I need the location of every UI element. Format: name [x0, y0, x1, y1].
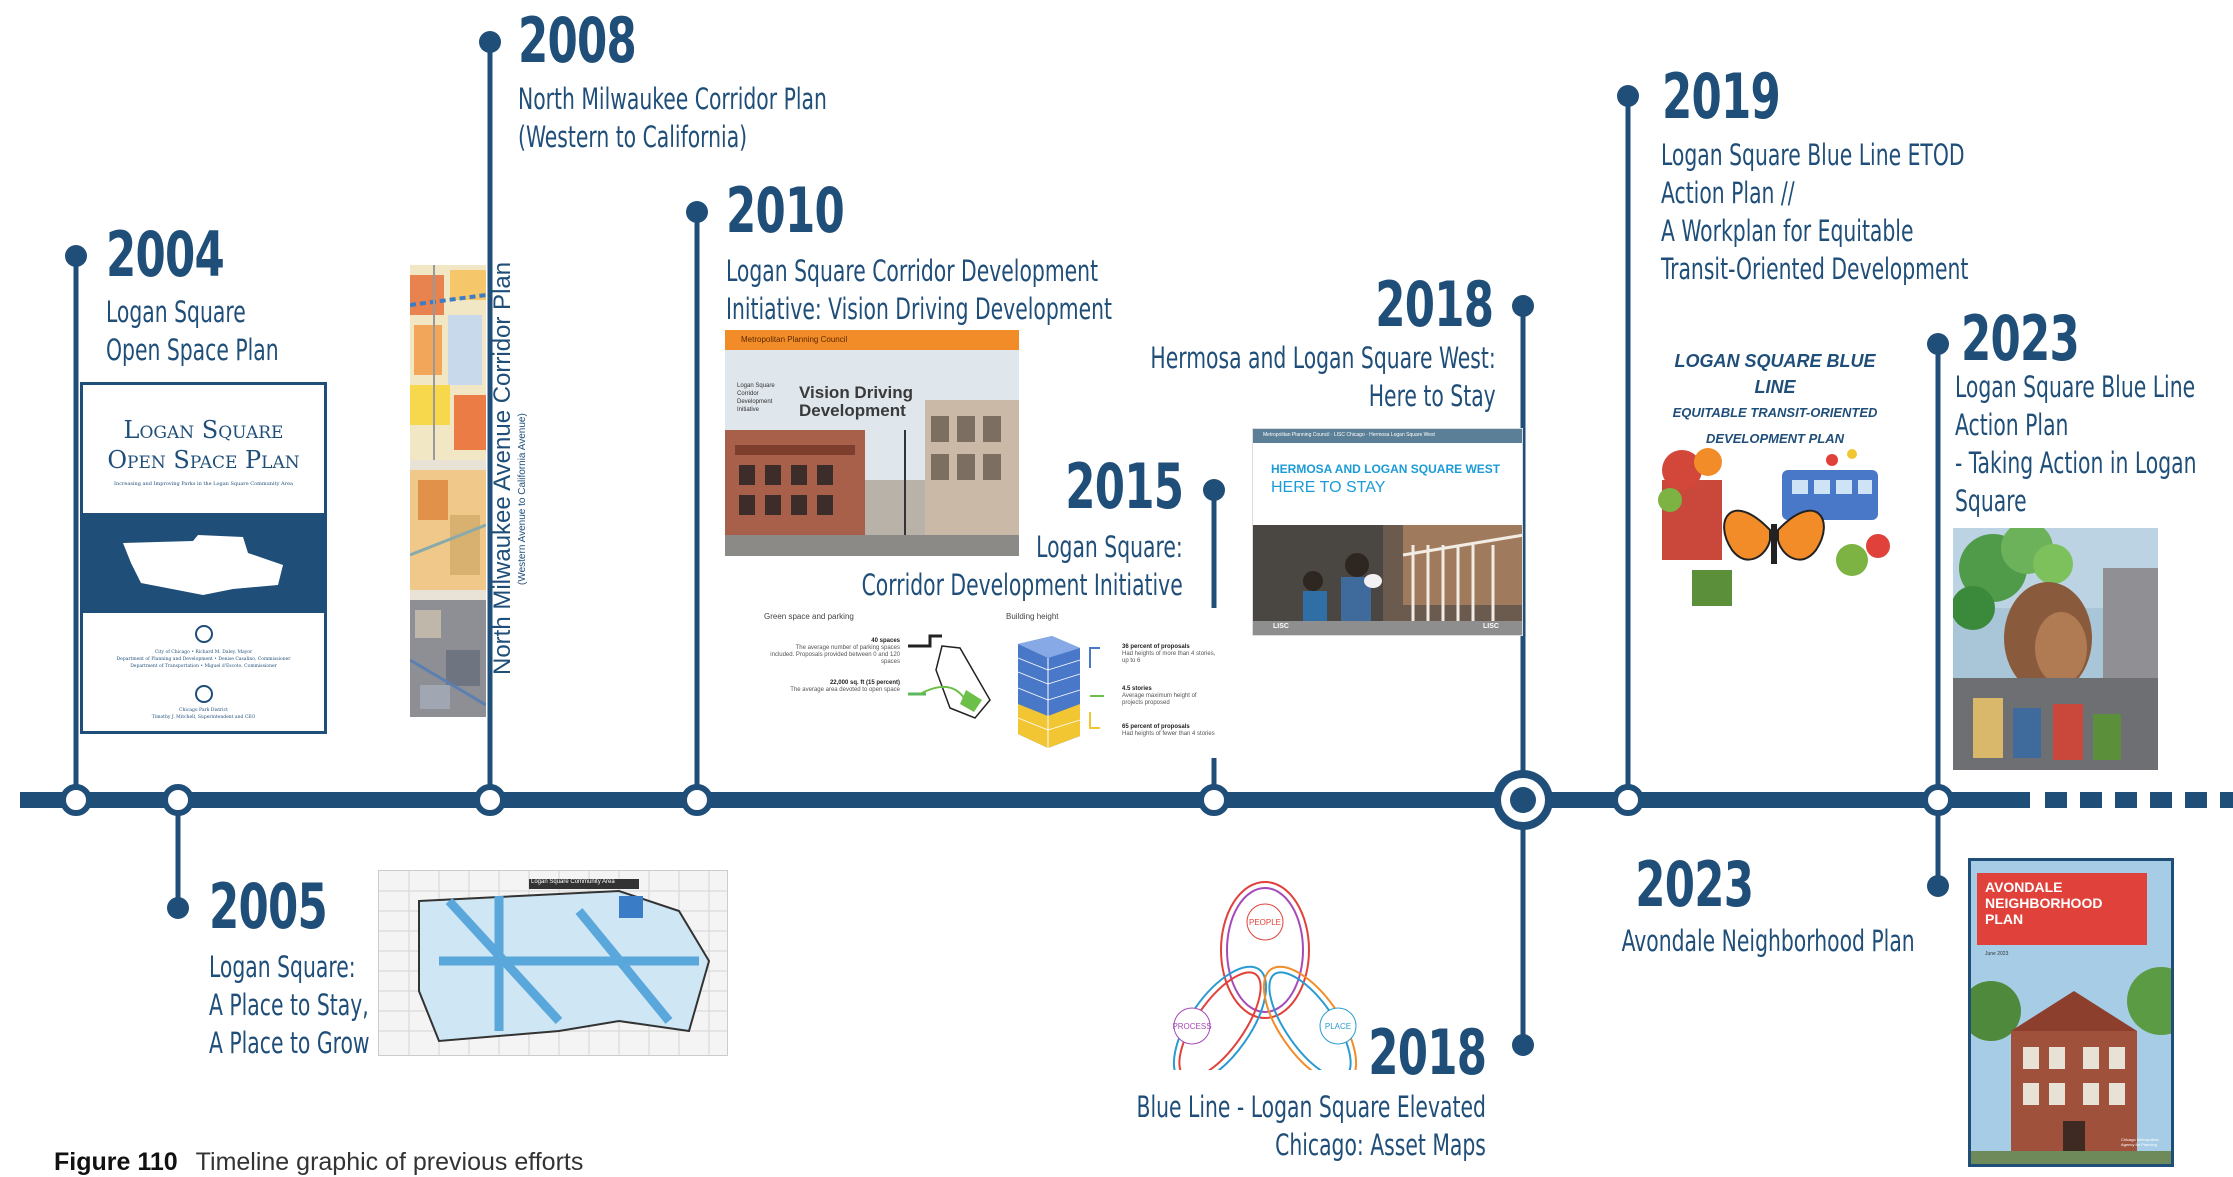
hermosa-cover-subtitle: HERE TO STAY [1271, 479, 1386, 496]
avondale-cover-date: June 2023 [1985, 951, 2009, 957]
hermosa-here-to-stay-cover: Metropolitan Planning Council · LISC Chi… [1252, 428, 1523, 636]
city-seal-icon [195, 625, 213, 643]
year-2005: 2005 [209, 870, 328, 943]
hermosa-cover-photo [1253, 525, 1522, 635]
year-2004: 2004 [106, 218, 225, 291]
cdi-heading-green-space: Green space and parking [764, 612, 854, 621]
figure-caption: Figure 110 Timeline graphic of previous e… [54, 1148, 583, 1177]
year-2023-avondale: 2023 [1635, 848, 1754, 921]
vision-driving-development-cover: Metropolitan Planning Council Logan Squa… [725, 330, 1019, 556]
year-2018-asset-maps: 2018 [1368, 1016, 1487, 1089]
year-2010: 2010 [726, 174, 845, 247]
community-area-shape [123, 535, 283, 595]
vision-street-photo [725, 400, 1019, 556]
hermosa-cover-title: HERMOSA AND LOGAN SQUARE WEST [1271, 462, 1501, 476]
park-district-seal-icon [195, 685, 213, 703]
title-2015: Logan Square:Corridor Development Initia… [861, 530, 1183, 602]
corridor-maps-image [410, 265, 486, 717]
figure-caption-label: Figure 110 [54, 1148, 178, 1176]
title-2023-avondale: Avondale Neighborhood Plan [1621, 924, 1915, 958]
year-2015: 2015 [1065, 450, 1184, 523]
timeline-current-node [1493, 770, 1553, 830]
corridor-plan-spine: North Milwaukee Avenue Corridor Plan (We… [489, 261, 530, 675]
hermosa-top-bar: Metropolitan Planning Council · LISC Chi… [1253, 429, 1522, 443]
cdi-infographic: Green space and parking Building height … [760, 608, 1220, 758]
year-2008: 2008 [518, 4, 637, 77]
corridor-plan-spine-title: North Milwaukee Avenue Corridor Plan [489, 261, 516, 675]
etod-cover-title: LOGAN SQUARE BLUE LINE EQUITABLE TRANSIT… [1672, 351, 1878, 446]
open-space-plan-subtitle: Increasing and Improving Parks in the Lo… [114, 481, 293, 487]
title-2008: North Milwaukee Corridor Plan(Western to… [518, 82, 827, 154]
cdi-heading-building-height: Building height [1006, 612, 1059, 621]
venn-place-label: PLACE [1325, 1022, 1351, 1031]
venn-process-label: PROCESS [1172, 1022, 1211, 1031]
timeline-dashes [2045, 792, 2233, 808]
venn-people-label: PEOPLE [1249, 918, 1281, 927]
mural-photo [1953, 528, 2158, 770]
vision-cover-header: Metropolitan Planning Council [725, 330, 1019, 350]
title-2018-hermosa: Hermosa and Logan Square West:Here to St… [1150, 341, 1496, 413]
open-space-plan-footer: City of Chicago • Richard M. Daley, Mayo… [116, 650, 291, 669]
title-2005: Logan Square:A Place to Stay,A Place to … [209, 950, 370, 1060]
etod-collage-illustration [1658, 448, 1890, 606]
lisc-logo-right: LISC [1483, 623, 1499, 630]
community-area-map [379, 871, 727, 1055]
open-space-plan-band [83, 513, 324, 613]
etod-plan-cover: LOGAN SQUARE BLUE LINE EQUITABLE TRANSIT… [1652, 340, 1898, 620]
year-2019: 2019 [1662, 60, 1781, 133]
people-process-place-diagram: PEOPLE PROCESS PLACE [1172, 881, 1358, 1070]
corridor-plan-spine-subtitle: (Western Avenue to California Avenue) [517, 413, 528, 585]
logan-square-map: Logan Square Community Area [378, 870, 728, 1056]
corridor-plan-map-strip [410, 265, 486, 717]
figure-caption-text: Timeline graphic of previous efforts [195, 1148, 584, 1176]
vision-cover-org: Metropolitan Planning Council [741, 335, 848, 344]
cdi-diagrams [908, 634, 1104, 748]
lisc-logo-left: LISC [1273, 623, 1289, 630]
timeline-end-dots [65, 31, 1949, 1056]
year-2018-hermosa: 2018 [1375, 268, 1494, 341]
year-2023-action-plan: 2023 [1961, 302, 2080, 375]
map-area-label: Logan Square Community Area [531, 879, 615, 885]
timeline-nodes [60, 784, 1954, 816]
cdi-open-space-stat: 22,000 sq. ft (15 percent)The average ar… [790, 680, 900, 693]
